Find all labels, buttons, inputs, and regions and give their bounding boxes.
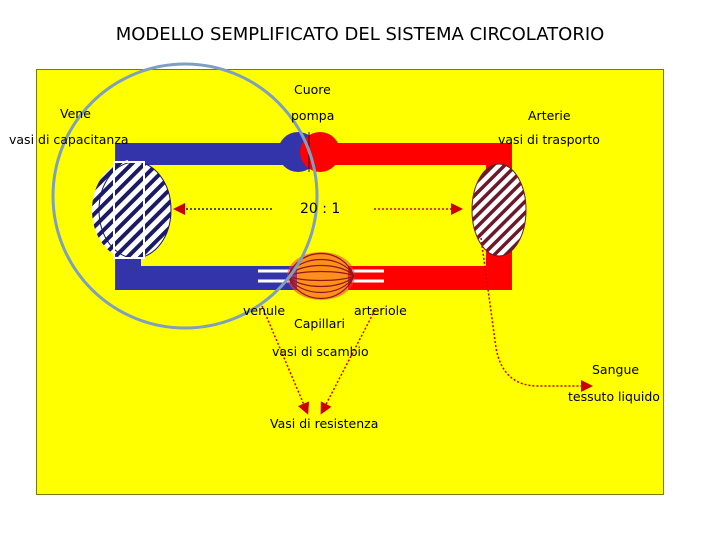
ratio-label: 20 : 1 <box>300 201 341 217</box>
arteries-label: Arterie <box>528 108 571 123</box>
capacitance-vessel <box>92 160 172 260</box>
transport-label: vasi di trasporto <box>498 132 600 147</box>
pump-label: pompa <box>291 108 335 123</box>
heart-label: Cuore <box>294 82 331 97</box>
heart-lung-circle <box>51 62 319 330</box>
tissue-label: tessuto liquido <box>568 389 660 404</box>
capillaries-label: Capillari <box>294 316 346 331</box>
blood-label: Sangue <box>592 362 640 377</box>
transport-vessel <box>471 163 527 257</box>
heart-pump <box>278 132 340 172</box>
diagram-title: MODELLO SEMPLIFICATO DEL SISTEMA CIRCOLA… <box>115 24 605 45</box>
resistance-arrows <box>261 305 376 415</box>
resistance-label: Vasi di resistenza <box>270 416 379 431</box>
capacitance-label: vasi di capacitanza <box>9 132 129 147</box>
veins-label: Vene <box>60 106 91 121</box>
arterioles-label: arteriole <box>354 303 407 318</box>
exchange-label: vasi di scambio <box>272 344 369 359</box>
venules-label: venule <box>243 303 286 318</box>
blood-pointer <box>480 237 593 392</box>
